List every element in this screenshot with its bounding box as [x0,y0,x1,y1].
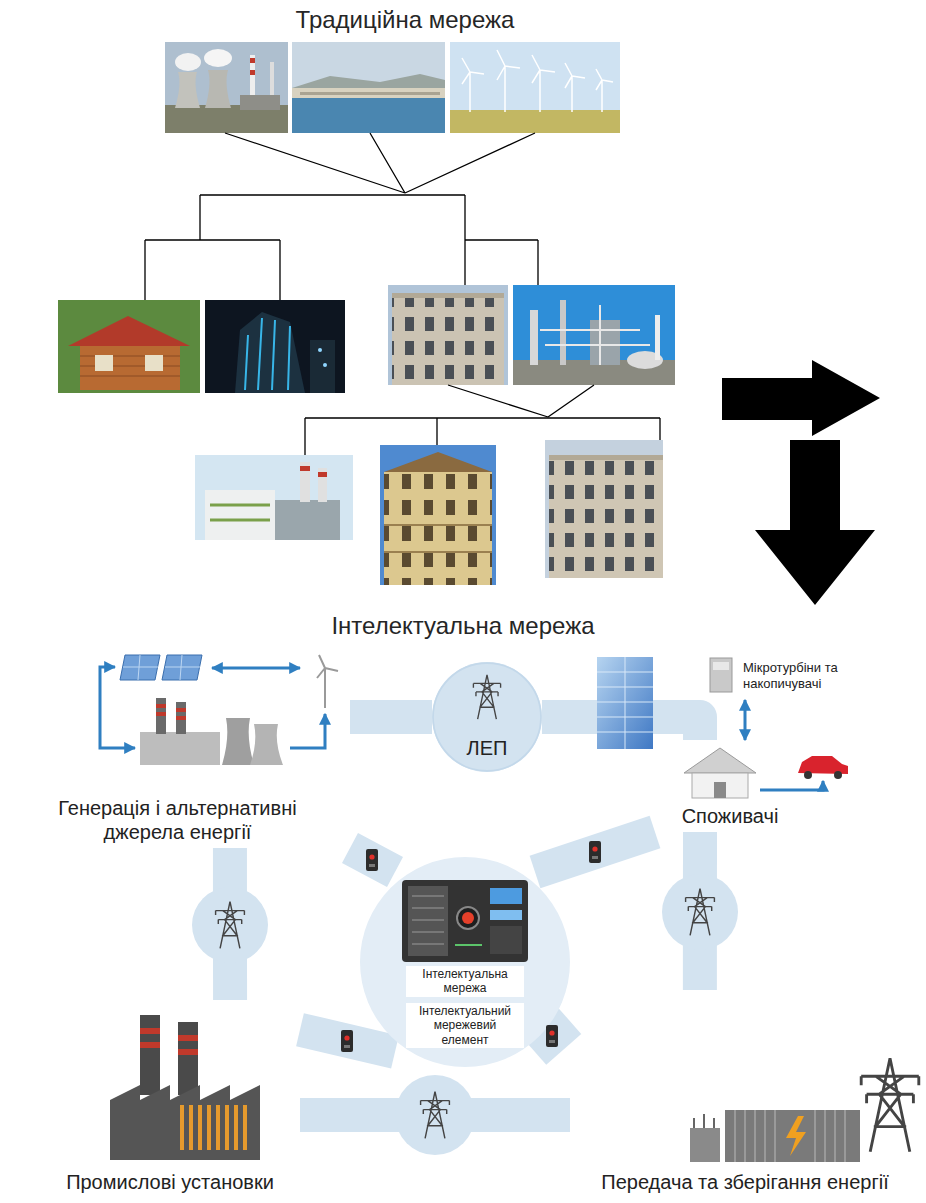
wind-turbine-icon [317,655,338,708]
node-label: Промислові установки [66,1170,274,1194]
grid-band [350,848,395,872]
tower-circle [432,662,542,772]
flow-arrow [744,700,747,740]
industrial-group: Промислові установки [40,1000,300,1198]
office-building-icon [597,657,653,749]
power-plant-photo [165,42,288,133]
storage-icon [690,1058,919,1162]
tower-circle [662,874,738,950]
grid-band [300,1030,395,1052]
smart-grid-device [402,880,528,962]
villa-photo [380,445,496,585]
section-heading: Традиційна мережа [195,6,615,35]
log-house-photo [58,300,200,393]
node-label: Споживачі [682,804,779,828]
down-arrow [755,440,875,605]
car-icon [798,756,848,779]
classical-building-photo [545,440,663,578]
tower-circle [192,887,268,963]
factory-icon [110,1015,260,1160]
node-label: Генерація і альтернативні джерела енергі… [23,796,333,844]
hub-disc [360,857,570,1067]
microturbine-box: Мікротурбіни та накопичувачі [705,652,905,700]
grid-band [350,700,432,734]
refinery-photo [513,285,675,385]
microturbine-icon [710,658,732,692]
section-heading: Інтелектуальна мережа [253,612,673,641]
solar-panel-icon [120,655,202,680]
wind-farm-photo [450,42,620,133]
node-label: ЛЕП [467,736,508,760]
smart-grid-hub: Інтелектуальна мережаІнтелектуальний мер… [395,872,535,1052]
consumer-group: Споживачі [655,740,805,832]
node-label: Інтелектуальна мережа [406,966,524,997]
tree-lines [145,133,660,455]
generation-group: Генерація і альтернативні джерела енергі… [5,648,350,848]
smart-element-icon [341,841,601,1052]
grid-band [535,832,655,872]
tower-circle [395,1075,475,1155]
circle-outline [433,663,541,771]
night-building-photo [205,300,345,393]
node-label: Мікротурбіни та накопичувачі [743,660,905,691]
node-sublabel: Інтелектуальний мережевий елемент [406,1003,524,1048]
power-plant-icon [140,698,283,765]
thermal-plant-photo [195,455,353,540]
dam-photo [292,42,445,133]
right-arrow [722,360,880,436]
power-line-circle: ЛЕП [432,662,542,772]
storage-group: Передача та зберігання енергії [570,990,920,1198]
classical-building-photo [388,285,508,385]
node-label: Передача та зберігання енергії [601,1170,888,1194]
house-icon [684,748,756,798]
